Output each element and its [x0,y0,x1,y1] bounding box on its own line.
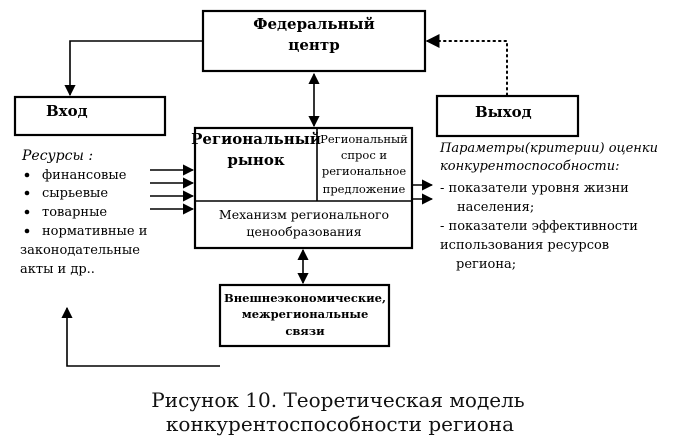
output-label: Выход [475,103,532,121]
resources-title: Ресурсы : [21,148,93,164]
criteria-title: Параметры(критерии) оценки [439,141,658,156]
federal-center-label: Федеральный [253,15,374,33]
bullet [24,209,30,215]
supply-demand-label: Региональный [320,132,408,146]
criteria-title-2: конкурентоспособности: [440,159,619,174]
resource-continuation: акты и др.. [20,262,95,277]
criteria-line: населения; [457,200,534,215]
criteria-line: региона; [456,257,516,272]
criteria-line: - показатели уровня жизни [440,181,629,196]
bullet [24,190,30,196]
external-links-label-3: связи [285,324,325,338]
input-box [13,95,167,137]
bullet [24,228,30,234]
criteria-line: использования ресурсов [440,238,609,253]
caption-line-2: конкурентоспособности региона [166,412,514,436]
pricing-mechanism-label-2: ценообразования [246,224,361,239]
pricing-mechanism-label: Механизм регионального [219,207,389,222]
external-links-box [218,283,391,348]
resource-item: финансовые [42,168,127,183]
external-links-label-2: межрегиональные [242,307,369,321]
central-block [193,126,414,250]
caption-line-1: Рисунок 10. Теоретическая модель [151,388,525,412]
arrow-federal-to-input [64,40,203,97]
resource-item: товарные [42,205,107,220]
output-box [435,94,580,138]
arrow-external-to-resources [61,306,220,367]
resource-item: нормативные и [42,224,147,239]
regional-market-label-2: рынок [227,151,285,169]
resource-continuation: законодательные [20,243,140,258]
input-label: Вход [46,102,88,120]
criteria-line: - показатели эффективности [440,219,638,234]
external-links-label: Внешнеэкономические, [224,291,386,305]
supply-demand-label-4: предложение [323,182,406,196]
resource-item: сырьевые [42,186,108,201]
supply-demand-label-3: региональное [322,164,406,178]
bullet [24,172,30,178]
dotted-output-to-federal [425,34,508,96]
federal-center-box [201,9,427,73]
federal-center-label-2: центр [288,36,339,54]
supply-demand-label-2: спрос и [341,148,387,162]
regional-market-label: Региональный [191,130,321,148]
